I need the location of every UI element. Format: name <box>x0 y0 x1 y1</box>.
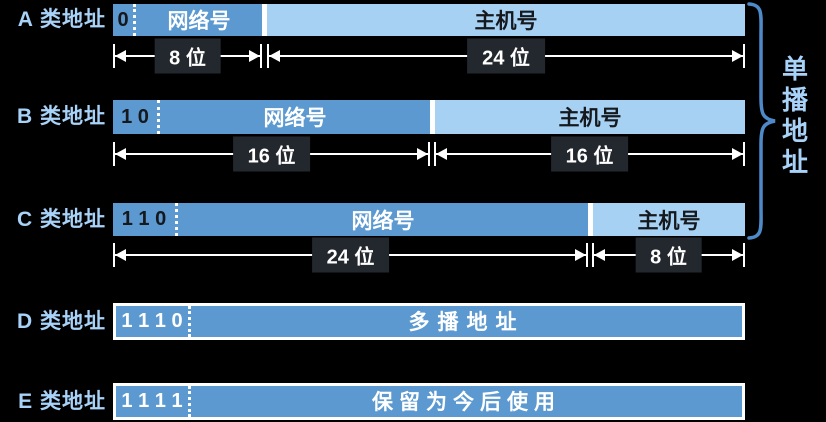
class-b-host-dimension: 16 位 <box>434 136 745 172</box>
tick <box>743 44 745 68</box>
class-b-host-label: 主机号 <box>558 107 622 130</box>
arrowhead-left-icon <box>436 148 447 160</box>
class-c-bits-prefix: 1 1 0 <box>121 208 167 230</box>
class-b-bar: 1 0 网络号 主机号 <box>113 100 745 134</box>
class-c-network-segment: 1 1 0 网络号 <box>113 203 588 236</box>
class-a-host-bits: 24 位 <box>467 38 545 74</box>
class-b-bits-prefix: 1 0 <box>121 105 149 128</box>
tick <box>113 243 115 267</box>
arrowhead-left-icon <box>115 148 126 160</box>
tick <box>743 142 745 166</box>
arrowhead-right-icon <box>732 50 743 62</box>
arrowhead-right-icon <box>575 249 586 261</box>
class-b-network-label: 网络号 <box>263 107 327 130</box>
tick <box>592 243 594 267</box>
class-d-content-label: 多播地址 <box>408 311 525 334</box>
class-a-host-label: 主机号 <box>474 10 538 33</box>
tick <box>434 142 436 166</box>
class-d-bar: 1 1 1 0 多播地址 <box>113 303 745 340</box>
arrowhead-left-icon <box>115 50 126 62</box>
class-e-content-label: 保留为今后使用 <box>372 391 561 414</box>
dotted-divider <box>157 100 160 134</box>
class-b-network-dimension: 16 位 <box>113 136 430 172</box>
tick <box>428 142 430 166</box>
class-c-bar: 1 1 0 网络号 主机号 <box>113 203 745 236</box>
class-c-host-dimension: 8 位 <box>592 237 745 273</box>
segment-gap <box>262 4 267 36</box>
class-a-host-dimension: 24 位 <box>267 38 745 74</box>
class-a-bits-prefix: 0 <box>117 8 129 31</box>
arrowhead-left-icon <box>594 249 605 261</box>
class-c-host-segment: 主机号 <box>593 203 745 236</box>
dotted-divider <box>133 4 136 36</box>
class-b-host-bits: 16 位 <box>550 136 629 172</box>
class-c-host-bits: 8 位 <box>635 237 702 273</box>
tick <box>113 44 115 68</box>
class-a-host-segment: 主机号 <box>267 4 745 36</box>
arrowhead-left-icon <box>115 249 126 261</box>
class-b-network-segment: 1 0 网络号 <box>113 100 430 134</box>
arrowhead-left-icon <box>269 50 280 62</box>
class-a-bar: 0 网络号 主机号 <box>113 4 745 36</box>
class-b-row-label: B 类地址 <box>17 105 106 128</box>
unicast-brace-icon <box>747 2 776 240</box>
arrowhead-right-icon <box>732 148 743 160</box>
unicast-address-label: 单播地址 <box>781 54 808 177</box>
class-a-network-bits: 8 位 <box>154 38 221 74</box>
segment-gap <box>430 100 435 134</box>
tick <box>113 142 115 166</box>
class-c-network-dimension: 24 位 <box>113 237 588 273</box>
arrowhead-right-icon <box>417 148 428 160</box>
class-c-host-label: 主机号 <box>637 209 701 233</box>
dotted-divider <box>175 203 178 236</box>
class-a-network-dimension: 8 位 <box>113 38 262 74</box>
arrowhead-right-icon <box>249 50 260 62</box>
class-e-bar: 1 1 1 1 保留为今后使用 <box>113 383 745 420</box>
dotted-divider <box>188 386 191 417</box>
class-c-row-label: C 类地址 <box>17 208 106 231</box>
class-a-row-label: A 类地址 <box>17 8 106 31</box>
tick <box>743 243 745 267</box>
tick <box>586 243 588 267</box>
tick <box>267 44 269 68</box>
tick <box>260 44 262 68</box>
class-b-network-bits: 16 位 <box>232 136 311 172</box>
class-e-row-label: E 类地址 <box>18 390 106 413</box>
arrowhead-right-icon <box>732 249 743 261</box>
class-a-network-segment: 0 网络号 <box>113 4 262 36</box>
class-c-network-label: 网络号 <box>351 209 415 233</box>
class-d-bits-prefix: 1 1 1 0 <box>121 310 183 332</box>
class-e-bits-prefix: 1 1 1 1 <box>121 390 183 412</box>
class-c-network-bits: 24 位 <box>311 237 390 273</box>
dotted-divider <box>188 306 191 337</box>
class-a-network-label: 网络号 <box>167 10 231 33</box>
class-d-row-label: D 类地址 <box>17 310 106 333</box>
segment-gap <box>588 203 593 236</box>
class-b-host-segment: 主机号 <box>435 100 745 134</box>
